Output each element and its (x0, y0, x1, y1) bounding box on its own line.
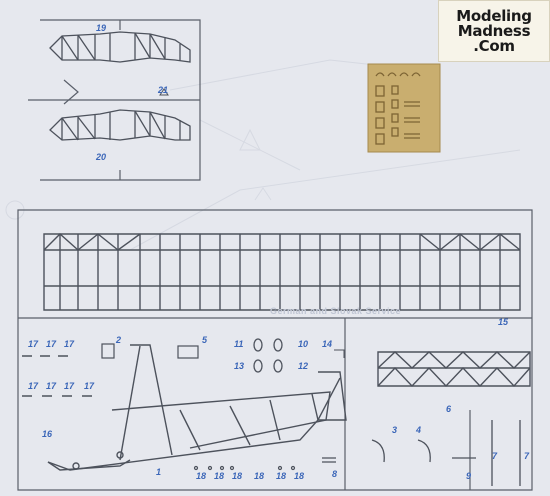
sprue-frames (17, 19, 533, 491)
part-number-9: 9 (466, 471, 472, 481)
chevron-mark (63, 79, 79, 105)
part-14 (334, 349, 345, 358)
modeling-madness-logo: Modeling Madness .Com (438, 0, 550, 62)
part-number-18: 18 (214, 471, 225, 481)
part-number-12: 12 (298, 361, 309, 371)
logo-line-1: Modeling (456, 6, 532, 25)
stabilizer-6 (377, 351, 531, 388)
part-number-20: 20 (96, 152, 107, 162)
fuselage-frame-1 (47, 344, 347, 471)
main-wing (43, 233, 521, 311)
part-number-7: 7 (492, 451, 498, 461)
part-number-17: 17 (46, 381, 57, 391)
curved-parts-3-4 (371, 439, 431, 463)
rivets-18 (193, 465, 296, 471)
small-part-21 (159, 88, 169, 96)
part-number-18: 18 (254, 471, 265, 481)
part-number-18: 18 (196, 471, 207, 481)
part-number-16: 16 (42, 429, 53, 439)
part-number-3: 3 (392, 425, 398, 435)
part-number-6: 6 (446, 404, 452, 414)
part-number-11: 11 (234, 339, 244, 349)
part-number-4: 4 (416, 425, 422, 435)
part-number-18: 18 (276, 471, 287, 481)
logo-line-3: .Com (473, 36, 515, 55)
part-number-18: 18 (232, 471, 243, 481)
part-number-2: 2 (116, 335, 122, 345)
part-number-5: 5 (202, 335, 208, 345)
part-number-19: 19 (96, 23, 107, 33)
part-number-17: 17 (64, 381, 75, 391)
part-number-7: 7 (524, 451, 530, 461)
main-sprue-frame (17, 209, 533, 491)
part-8 (322, 457, 336, 463)
part-number-17: 17 (46, 339, 57, 349)
background-ghost-print (5, 59, 521, 251)
part-number-1: 1 (156, 467, 162, 477)
part-number-18: 18 (294, 471, 305, 481)
part-number-13: 13 (234, 361, 245, 371)
part-number-10: 10 (298, 339, 309, 349)
part-number-17: 17 (28, 339, 39, 349)
part-number-14: 14 (322, 339, 333, 349)
boxes-2-5 (101, 343, 199, 359)
part-number-17: 17 (28, 381, 39, 391)
struts-17 (22, 355, 92, 397)
part-number-15: 15 (498, 317, 509, 327)
part-number-8: 8 (332, 469, 338, 479)
part-number-21: 21 (158, 85, 169, 95)
struts-7 (491, 420, 521, 486)
wheels-10-13 (253, 338, 283, 373)
fuselage-half-20 (49, 109, 191, 141)
fuselage-half-19 (49, 31, 191, 63)
sprue-molded-text: German and Slovak Service (270, 306, 402, 316)
photo-etch-fret (367, 63, 441, 153)
part-number-17: 17 (64, 339, 75, 349)
logo-line-2: Madness (457, 21, 531, 40)
part-number-17: 17 (84, 381, 95, 391)
